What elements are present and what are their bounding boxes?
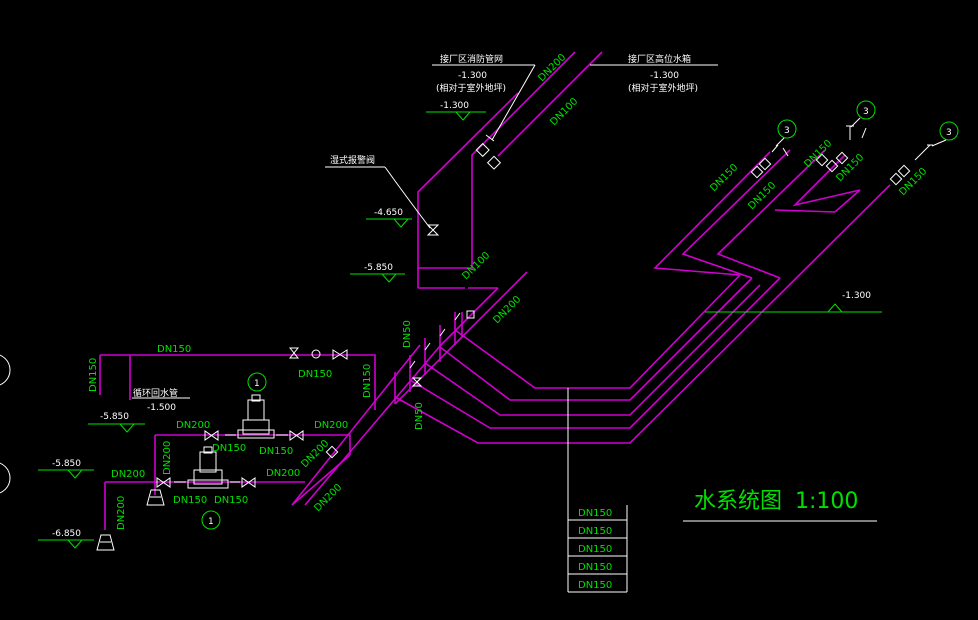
elevation-mark: -1.300: [426, 101, 486, 121]
drawing-title-block: 水系统图 1:100: [683, 489, 877, 522]
callout-fire-network: 接厂区消防管网 -1.300 (相对于室外地坪): [432, 53, 536, 141]
alarm-valve-icon: [426, 224, 440, 236]
pipe-label: DN150: [362, 364, 373, 398]
elevation-mark: -4.650: [366, 208, 412, 228]
drawing-scale: 1:100: [795, 489, 858, 514]
pipe-label: DN150: [157, 344, 191, 355]
marker-circle: 3: [850, 100, 876, 128]
pipe-network: [99, 51, 891, 592]
fire-network-ref: (相对于室外地坪): [436, 82, 506, 94]
pipe-label: DN200: [111, 469, 145, 480]
reference-markers: 3 3 3 1 1: [201, 100, 959, 530]
table-row-2: DN150: [578, 526, 612, 537]
pipe-label: DN200: [312, 482, 344, 514]
pipe-label: DN150: [834, 152, 866, 184]
drawing-title: 水系统图: [694, 489, 782, 514]
elevation-marks: -1.300 -4.650 -5.850 -1.300 -5.850 -5.85…: [38, 101, 882, 549]
pipe-label: DN150: [708, 162, 740, 194]
viewport-edge-marks: [0, 354, 11, 494]
fire-network-elev: -1.300: [458, 71, 487, 81]
table-row-3: DN150: [578, 544, 612, 555]
pipe-label: DN150: [802, 138, 834, 170]
pipe-label: DN200: [299, 438, 331, 470]
marker-number: 1: [208, 517, 214, 527]
elevation-value: -1.300: [842, 291, 871, 301]
elevation-value: -5.850: [100, 412, 129, 422]
elevation-value: -5.850: [52, 459, 81, 469]
elevation-value: -4.650: [374, 208, 403, 218]
table-row-5: DN150: [578, 580, 612, 591]
elevation-mark: -5.850: [38, 459, 94, 479]
marker-number: 3: [946, 128, 952, 138]
elevation-value: -6.850: [52, 529, 81, 539]
pipe-label: DN200: [162, 441, 173, 475]
pipe-label: DN50: [402, 320, 413, 348]
fire-network-label: 接厂区消防管网: [440, 53, 503, 65]
return-pipe-label: 循环回水管: [133, 387, 178, 399]
tank-label: 接厂区高位水箱: [628, 53, 691, 65]
pipe-label: DN150: [259, 446, 293, 457]
marker-circle: 1: [201, 510, 221, 530]
table-row-1: DN150: [578, 508, 612, 519]
sprinkler-group-valves: [750, 125, 933, 186]
downcomer-valve-icon: [325, 445, 339, 459]
marker-circle: 3: [775, 119, 797, 147]
pipe-label: DN150: [212, 443, 246, 454]
elevation-value: -5.850: [364, 263, 393, 273]
elevation-value: -1.300: [440, 101, 469, 111]
pipe-label: DN150: [88, 358, 99, 392]
pipe-label: DN100: [460, 250, 492, 282]
elevation-mark: -5.850: [350, 263, 405, 283]
tank-ref: (相对于室外地坪): [628, 82, 698, 94]
foot-valve-icons: [96, 489, 165, 551]
check-valve-icon: [475, 134, 502, 170]
elevation-mark: -1.300: [705, 291, 882, 313]
callout-return-pipe: 循环回水管 -1.500: [132, 387, 190, 413]
tank-elev: -1.300: [650, 71, 679, 81]
marker-number: 3: [784, 126, 790, 136]
table-row-4: DN150: [578, 562, 612, 573]
pipe-label: DN150: [173, 495, 207, 506]
callout-tank: 接厂区高位水箱 -1.300 (相对于室外地坪): [590, 53, 718, 94]
pipe-size-table: DN150 DN150 DN150 DN150 DN150: [568, 505, 628, 593]
pipe-label: DN150: [214, 495, 248, 506]
pipe-label: DN200: [491, 294, 523, 326]
pipe-label: DN150: [298, 369, 332, 380]
pipe-label: DN200: [536, 52, 568, 84]
pump-2-icon: [156, 446, 256, 489]
manifold-valve-icons: [409, 310, 475, 387]
branch-valve-icons: [288, 347, 348, 360]
return-pipe-elev: -1.500: [147, 403, 176, 413]
pipe-label: DN200: [314, 420, 348, 431]
marker-circle: 1: [247, 372, 267, 392]
marker-circle: 3: [931, 121, 959, 147]
pipe-label: DN200: [116, 496, 127, 530]
marker-number: 3: [863, 107, 869, 117]
marker-number: 1: [254, 379, 260, 389]
pump-1-icon: [204, 394, 304, 441]
pipe-label: DN200: [176, 420, 210, 431]
valve-symbols: [96, 125, 933, 551]
pipe-label: DN200: [266, 468, 300, 479]
pipe-label: DN150: [746, 180, 778, 212]
pipe-label: DN50: [414, 402, 425, 430]
elevation-mark: -6.850: [38, 529, 94, 549]
elevation-mark: -5.850: [88, 412, 145, 433]
pipe-label: DN150: [897, 166, 929, 198]
alarm-valve-label: 湿式报警阀: [330, 154, 375, 166]
callout-alarm-valve: 湿式报警阀: [325, 154, 431, 229]
